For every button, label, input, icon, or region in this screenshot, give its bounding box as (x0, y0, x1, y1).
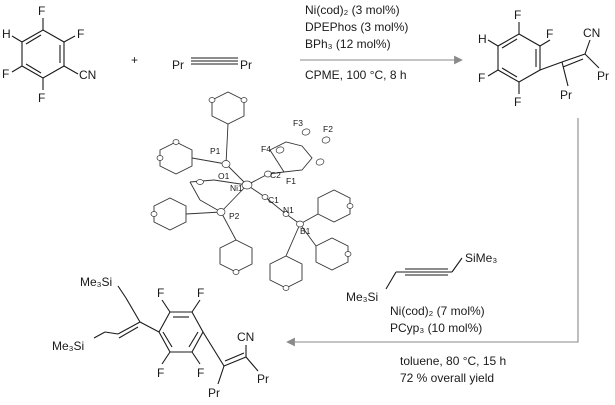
plus-sign: + (131, 53, 138, 67)
atom-p1: P1 (210, 146, 221, 156)
product-2-structure: Me₃Si Me₃Si F F F F CN Pr Pr (52, 275, 269, 400)
cond1-solvent: CPME, 100 °C, 8 h (305, 68, 407, 82)
p1-f-top: F (514, 8, 521, 22)
p1-pr-bottom: Pr (560, 88, 572, 102)
p1-pr-right: Pr (597, 69, 609, 83)
p2-f-top-right: F (197, 286, 204, 300)
reagent2-me3si-left: Me₃Si (346, 290, 378, 304)
cond2-ligand: PCyp₃ (10 mol%) (390, 321, 482, 335)
p1-f-bottom: F (514, 95, 521, 109)
p2-cn: CN (237, 330, 254, 344)
cond1-catalyst: Ni(cod)₂ (3 mol%) (305, 3, 400, 17)
r1-f-lower-left: F (2, 67, 9, 81)
cond1-ligand: DPEPhos (3 mol%) (305, 20, 408, 34)
atom-f1: F1 (286, 176, 296, 186)
atom-n1: N1 (283, 205, 294, 215)
r1-f-bottom: F (38, 91, 45, 105)
p2-pr-bottom: Pr (208, 386, 220, 400)
r1-h: H (2, 27, 11, 41)
p1-f-upper: F (546, 27, 553, 41)
r1-f-upper-right: F (77, 27, 84, 41)
p2-me3si-top: Me₃Si (80, 275, 112, 289)
atom-f2: F2 (323, 124, 333, 134)
p2-pr-right: Pr (257, 372, 269, 386)
p1-h: H (478, 32, 487, 46)
atom-f4: F4 (261, 144, 271, 154)
alkyne-pr-left: Pr (172, 58, 184, 72)
reagent-2-structure: SiMe₃ Me₃Si (346, 251, 497, 304)
p2-f-top-left: F (157, 286, 164, 300)
crystal-structure: P1 P2 O1 Ni1 C1 N1 B1 C2 F1 F2 F3 F4 (150, 91, 354, 291)
alkyne-pr-right: Pr (240, 58, 252, 72)
p2-f-bottom-right: F (197, 366, 204, 380)
p2-f-bottom-left: F (157, 366, 164, 380)
atom-f3: F3 (293, 118, 303, 128)
atom-p2: P2 (229, 211, 240, 221)
atom-o1: O1 (218, 171, 230, 181)
r1-f-top: F (38, 4, 45, 18)
reactant-1-structure: F F H F F CN (2, 4, 96, 105)
p2-me3si-bottom: Me₃Si (52, 339, 84, 353)
cond2-yield: 72 % overall yield (400, 371, 494, 385)
alkyne-structure: Pr Pr (172, 57, 252, 72)
atom-c2: C2 (270, 170, 281, 180)
r1-cn: CN (79, 68, 96, 82)
arrow-step-2 (286, 118, 579, 347)
cond2-catalyst: Ni(cod)₂ (7 mol%) (390, 304, 485, 318)
p1-f-lower-left: F (478, 71, 485, 85)
product-1-structure: F H F F F CN Pr Pr (478, 8, 609, 109)
atom-b1: B1 (300, 226, 311, 236)
reagent2-sime3-right: SiMe₃ (465, 251, 497, 265)
atom-ni1: Ni1 (230, 183, 243, 193)
cond2-solvent: toluene, 80 °C, 15 h (400, 354, 506, 368)
atom-c1: C1 (268, 195, 279, 205)
p1-cn: CN (583, 26, 600, 40)
cond1-additive: BPh₃ (12 mol%) (305, 37, 391, 51)
